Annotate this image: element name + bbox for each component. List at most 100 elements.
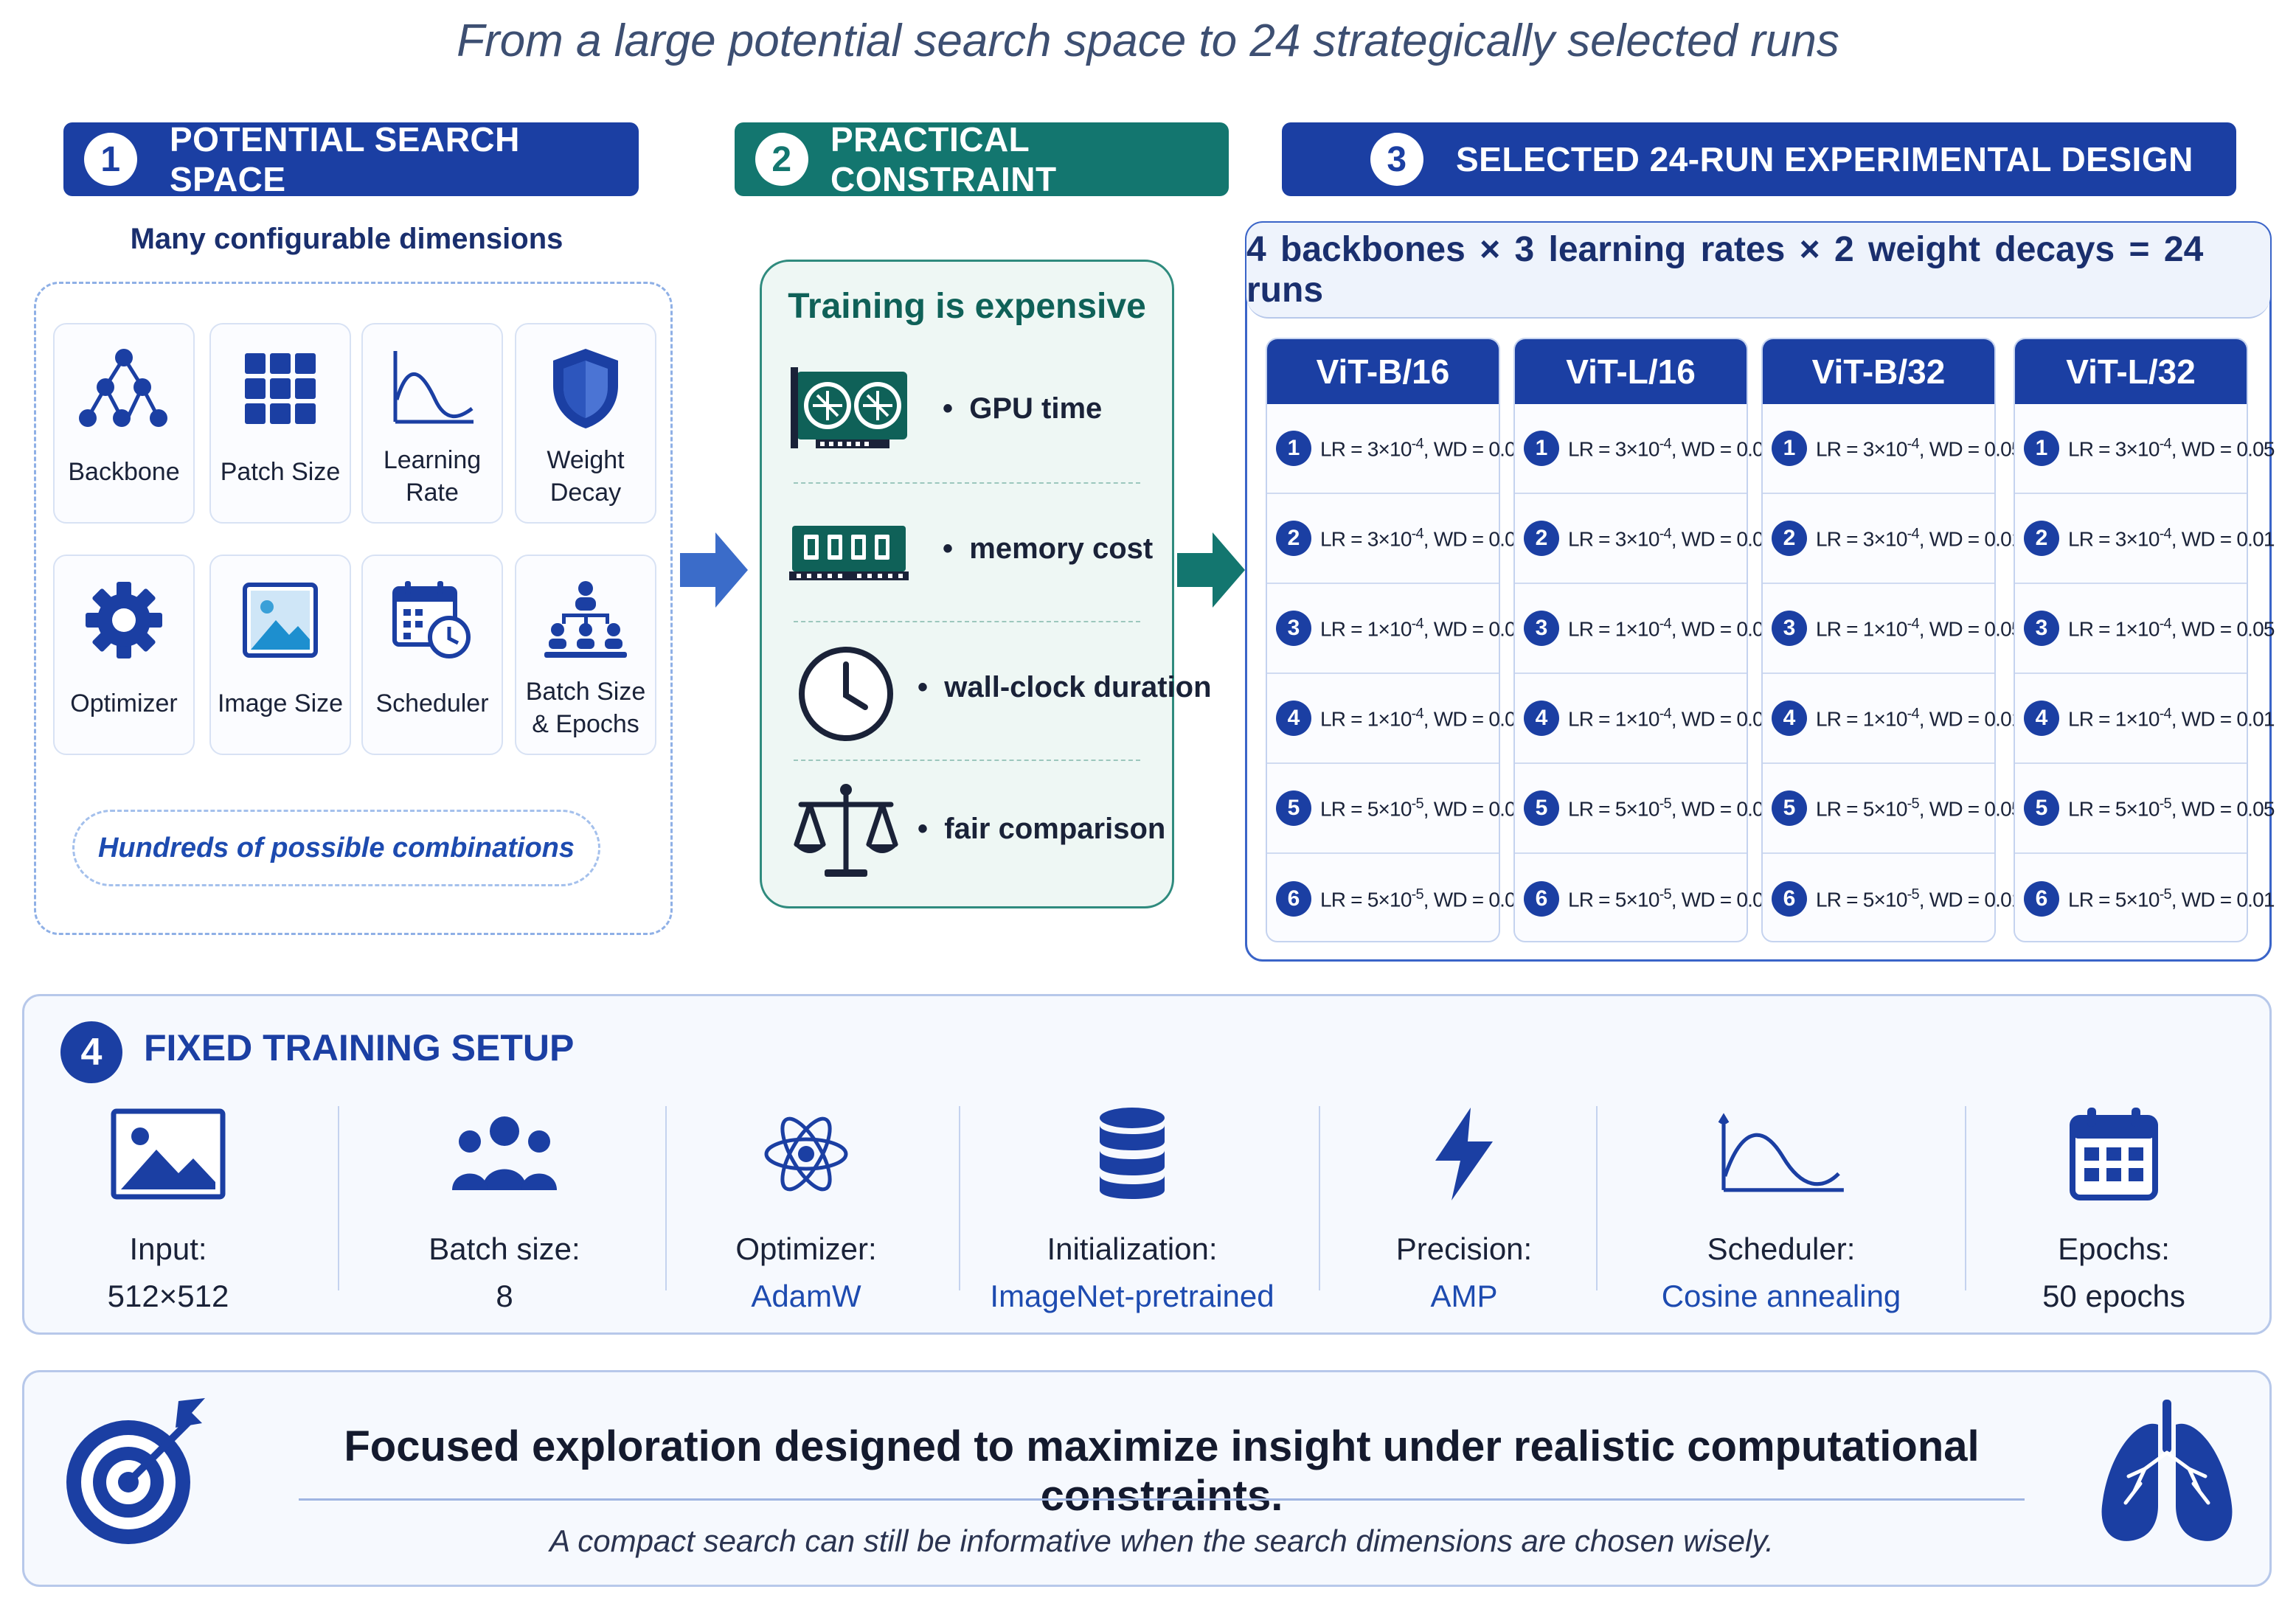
lr-base: 3×10 xyxy=(2115,437,2160,461)
divider xyxy=(338,1106,339,1290)
lr-prefix: LR = xyxy=(2068,888,2115,911)
wd-prefix: , WD = xyxy=(2171,527,2237,551)
constraint-item-fair-comparison: • fair comparison xyxy=(918,813,1165,846)
run-number: 5 xyxy=(1524,790,1559,826)
run-config: LR = 1×10-4, WD = 0.05 xyxy=(1568,616,1775,641)
run-number: 5 xyxy=(1772,790,1807,826)
lr-prefix: LR = xyxy=(2068,527,2115,551)
badge-label: PRACTICAL CONSTRAINT xyxy=(830,120,1057,198)
lr-base: 5×10 xyxy=(1367,797,1412,821)
wd-prefix: , WD = xyxy=(1423,707,1489,731)
curve-icon xyxy=(1715,1099,1848,1209)
wd-prefix: , WD = xyxy=(2171,437,2237,461)
lr-base: 1×10 xyxy=(1615,617,1660,641)
network-icon xyxy=(76,341,172,437)
bullet: • xyxy=(918,813,929,845)
dimension-label: Backbone xyxy=(68,458,180,486)
bullet: • xyxy=(918,671,929,703)
wd-prefix: , WD = xyxy=(1671,437,1737,461)
clock-icon xyxy=(783,639,909,749)
lr-base: 5×10 xyxy=(1615,888,1660,911)
run-number: 2 xyxy=(2024,521,2059,556)
lr-base: 1×10 xyxy=(1367,707,1412,731)
lr-prefix: LR = xyxy=(1320,707,1367,731)
badge-label: POTENTIAL SEARCH SPACE xyxy=(170,120,520,198)
backbone-header: ViT-L/32 xyxy=(2015,339,2247,404)
dimension-label: Batch Size & Epochs xyxy=(525,678,646,739)
badge-selected-design: 3 SELECTED 24-RUN EXPERIMENTAL DESIGN xyxy=(1282,122,2236,196)
wd-prefix: , WD = xyxy=(1671,707,1737,731)
summary-banner xyxy=(22,1370,2272,1587)
lr-base: 1×10 xyxy=(1862,707,1908,731)
scale-icon xyxy=(783,777,909,888)
wd-value: 0.01 xyxy=(2236,527,2275,551)
lr-exponent: -5 xyxy=(1659,795,1672,812)
gpu-icon xyxy=(786,354,912,465)
run-config: LR = 5×10-5, WD = 0.01 xyxy=(1568,886,1775,911)
lr-prefix: LR = xyxy=(1816,527,1863,551)
wd-value: 0.05 xyxy=(2236,797,2275,821)
badge-search-space: 1 POTENTIAL SEARCH SPACE xyxy=(63,120,639,198)
divider xyxy=(1319,1106,1320,1290)
lr-exponent: -4 xyxy=(1411,705,1424,722)
arrow-right-icon xyxy=(680,532,748,608)
dimension-label: Weight Decay xyxy=(547,446,625,507)
lr-prefix: LR = xyxy=(2068,707,2115,731)
run-number: 1 xyxy=(1772,431,1807,466)
lr-base: 5×10 xyxy=(1862,797,1908,821)
run-config: LR = 3×10-4, WD = 0.01 xyxy=(1816,526,2022,551)
run-config: LR = 5×10-5, WD = 0.05 xyxy=(1320,796,1527,821)
lr-prefix: LR = xyxy=(2068,437,2115,461)
run-number: 3 xyxy=(1772,611,1807,646)
lr-base: 1×10 xyxy=(1615,707,1660,731)
grid-icon xyxy=(232,341,328,437)
run-config: LR = 5×10-5, WD = 0.05 xyxy=(1568,796,1775,821)
summary-sub-text: A compact search can still be informativ… xyxy=(549,1523,1774,1558)
dimension-label: Patch Size xyxy=(220,458,341,486)
badge-number: 3 xyxy=(1370,133,1423,186)
lr-exponent: -4 xyxy=(1411,525,1424,542)
lr-base: 1×10 xyxy=(1367,617,1412,641)
lr-prefix: LR = xyxy=(1568,797,1615,821)
lr-base: 5×10 xyxy=(1615,797,1660,821)
fixed-item-batch-size: Batch size: 8 xyxy=(429,1099,580,1314)
wd-prefix: , WD = xyxy=(1671,617,1737,641)
memory-icon xyxy=(786,497,912,608)
fixed-item-initialization: Initialization: ImageNet-pretrained xyxy=(990,1099,1274,1314)
dimension-label: Image Size xyxy=(217,689,344,717)
fixed-item-label: Input: xyxy=(129,1231,207,1266)
fixed-item-value: 512×512 xyxy=(107,1279,229,1313)
lr-exponent: -4 xyxy=(1659,525,1672,542)
people-icon xyxy=(438,1099,571,1209)
badge-constraint: 2 PRACTICAL CONSTRAINT xyxy=(735,120,1229,198)
wd-prefix: , WD = xyxy=(1423,797,1489,821)
run-config: LR = 3×10-4, WD = 0.05 xyxy=(2068,436,2275,461)
wd-prefix: , WD = xyxy=(1918,527,1985,551)
wd-prefix: , WD = xyxy=(2171,707,2237,731)
fixed-item-value: AdamW xyxy=(751,1279,861,1313)
run-number: 2 xyxy=(1524,521,1559,556)
wd-prefix: , WD = xyxy=(1918,888,1985,911)
constraint-panel xyxy=(760,260,1174,908)
fixed-item-label: Batch size: xyxy=(429,1231,580,1266)
bullet: • xyxy=(943,392,954,425)
run-number: 4 xyxy=(1524,701,1559,736)
lr-prefix: LR = xyxy=(1320,797,1367,821)
lr-base: 5×10 xyxy=(2115,888,2160,911)
dimension-tile-backbone: Backbone xyxy=(53,323,195,524)
wd-prefix: , WD = xyxy=(1671,527,1737,551)
fixed-item-scheduler: Scheduler: Cosine annealing xyxy=(1652,1099,1910,1314)
lr-exponent: -4 xyxy=(2159,615,2172,632)
